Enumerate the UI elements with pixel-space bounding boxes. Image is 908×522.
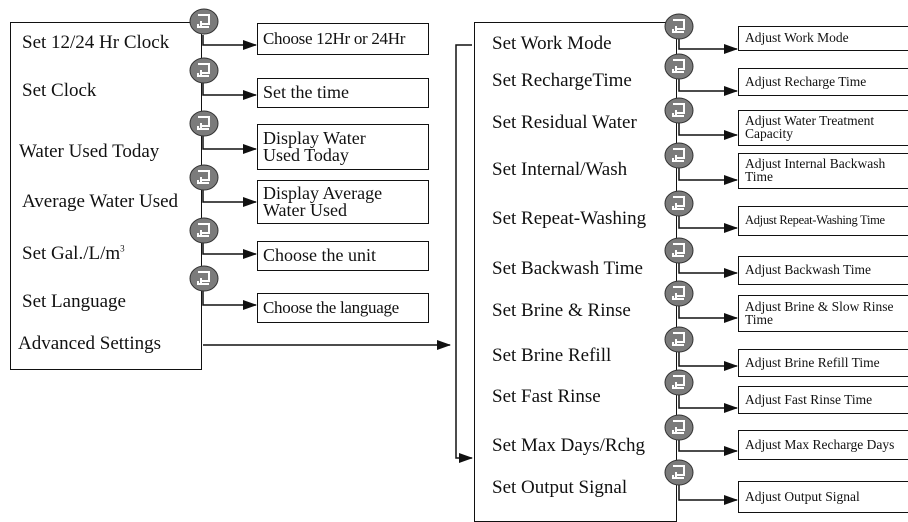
arrow-max-days (678, 440, 738, 456)
arrow-work-mode (678, 38, 738, 54)
result-box-units: Choose the unit (257, 241, 429, 271)
connector-lines (202, 35, 738, 505)
result-box-set-time: Set the time (257, 78, 429, 108)
menu-enter-button-icon[interactable] (189, 217, 219, 244)
arrow-average-water (202, 190, 257, 207)
advanced-item-brine-rinse[interactable]: Set Brine & Rinse (492, 300, 631, 321)
arrow-brine-rinse (678, 305, 738, 323)
main-menu-panel (10, 22, 202, 370)
advanced-item-brine-refill[interactable]: Set Brine Refill (492, 345, 612, 366)
result-box-language: Choose the language (257, 293, 429, 323)
advanced-item-backwash-time[interactable]: Set Backwash Time (492, 258, 643, 279)
result-box-output-signal: Adjust Output Signal (738, 481, 908, 513)
menu-enter-button-icon[interactable] (664, 280, 694, 307)
advanced-item-fast-rinse[interactable]: Set Fast Rinse (492, 386, 601, 407)
arrow-water-today (202, 136, 257, 154)
result-box-max-days: Adjust Max Recharge Days (738, 430, 908, 460)
advanced-item-repeat-washing[interactable]: Set Repeat-Washing (492, 208, 647, 229)
arrow-brine-refill (678, 351, 738, 371)
advanced-item-max-days[interactable]: Set Max Days/Rchg (492, 435, 646, 456)
menu-enter-button-icon[interactable] (664, 190, 694, 217)
advanced-item-internal-wash[interactable]: Set Internal/Wash (492, 159, 628, 180)
main-menu-item-set-language[interactable]: Set Language (22, 291, 126, 312)
units-label: Set Gal./L/m (22, 243, 121, 264)
menu-enter-button-icon[interactable] (664, 369, 694, 396)
menu-enter-button-icon[interactable] (189, 265, 219, 292)
main-menu-item-set-units[interactable]: Set Gal./L/m3 (22, 244, 125, 263)
arrow-units (202, 243, 257, 259)
menu-enter-button-icon[interactable] (189, 164, 219, 191)
menu-enter-button-icon[interactable] (664, 142, 694, 169)
menu-enter-button-icon[interactable] (664, 13, 694, 40)
menu-enter-button-icon[interactable] (189, 57, 219, 84)
units-superscript: 3 (120, 243, 125, 254)
result-box-recharge-time: Adjust Recharge Time (738, 68, 908, 96)
main-menu-item-set-clock[interactable]: Set Clock (22, 80, 97, 101)
arrow-language (202, 290, 257, 310)
main-menu-item-water-used-today[interactable]: Water Used Today (19, 141, 160, 162)
advanced-item-residual-water[interactable]: Set Residual Water (492, 112, 637, 133)
result-box-fast-rinse: Adjust Fast Rinse Time (738, 386, 908, 414)
result-box-work-mode: Adjust Work Mode (738, 26, 908, 51)
advanced-item-output-signal[interactable]: Set Output Signal (492, 477, 628, 498)
advanced-item-work-mode[interactable]: Set Work Mode (492, 33, 612, 54)
arrow-output-signal (678, 484, 738, 505)
arrow-residual-water (678, 123, 738, 140)
arrow-clock-mode (202, 35, 257, 50)
main-menu-item-average-water-used[interactable]: Average Water Used (22, 191, 179, 212)
result-box-clock-mode: Choose 12Hr or 24Hr (257, 23, 429, 55)
menu-enter-button-icon[interactable] (189, 110, 219, 137)
menu-enter-button-icon[interactable] (664, 459, 694, 486)
menu-enter-button-icon[interactable] (189, 8, 219, 35)
result-box-backwash-time: Adjust Backwash Time (738, 256, 908, 285)
arrow-recharge-time (678, 78, 738, 96)
result-box-repeat-washing: Adjust Repeat-Washing Time (738, 206, 908, 236)
advanced-menu-bracket (455, 44, 473, 463)
menu-enter-button-icon[interactable] (664, 237, 694, 264)
main-menu-item-advanced-settings[interactable]: Advanced Settings (18, 333, 162, 354)
arrow-internal-wash (678, 167, 738, 185)
menu-enter-button-icon[interactable] (664, 414, 694, 441)
arrow-repeat-washing (678, 216, 738, 233)
advanced-item-recharge-time[interactable]: Set RechargeTime (492, 70, 632, 91)
menu-enter-button-icon[interactable] (664, 326, 694, 353)
menu-enter-button-icon[interactable] (664, 53, 694, 80)
main-menu-item-12-24-clock[interactable]: Set 12/24 Hr Clock (22, 32, 170, 53)
arrow-fast-rinse (678, 395, 738, 413)
arrow-clock (202, 83, 257, 100)
menu-enter-button-icon[interactable] (664, 97, 694, 124)
result-box-brine-refill: Adjust Brine Refill Time (738, 349, 908, 377)
advanced-menu-panel (474, 22, 677, 522)
arrow-backwash-time (678, 262, 738, 278)
